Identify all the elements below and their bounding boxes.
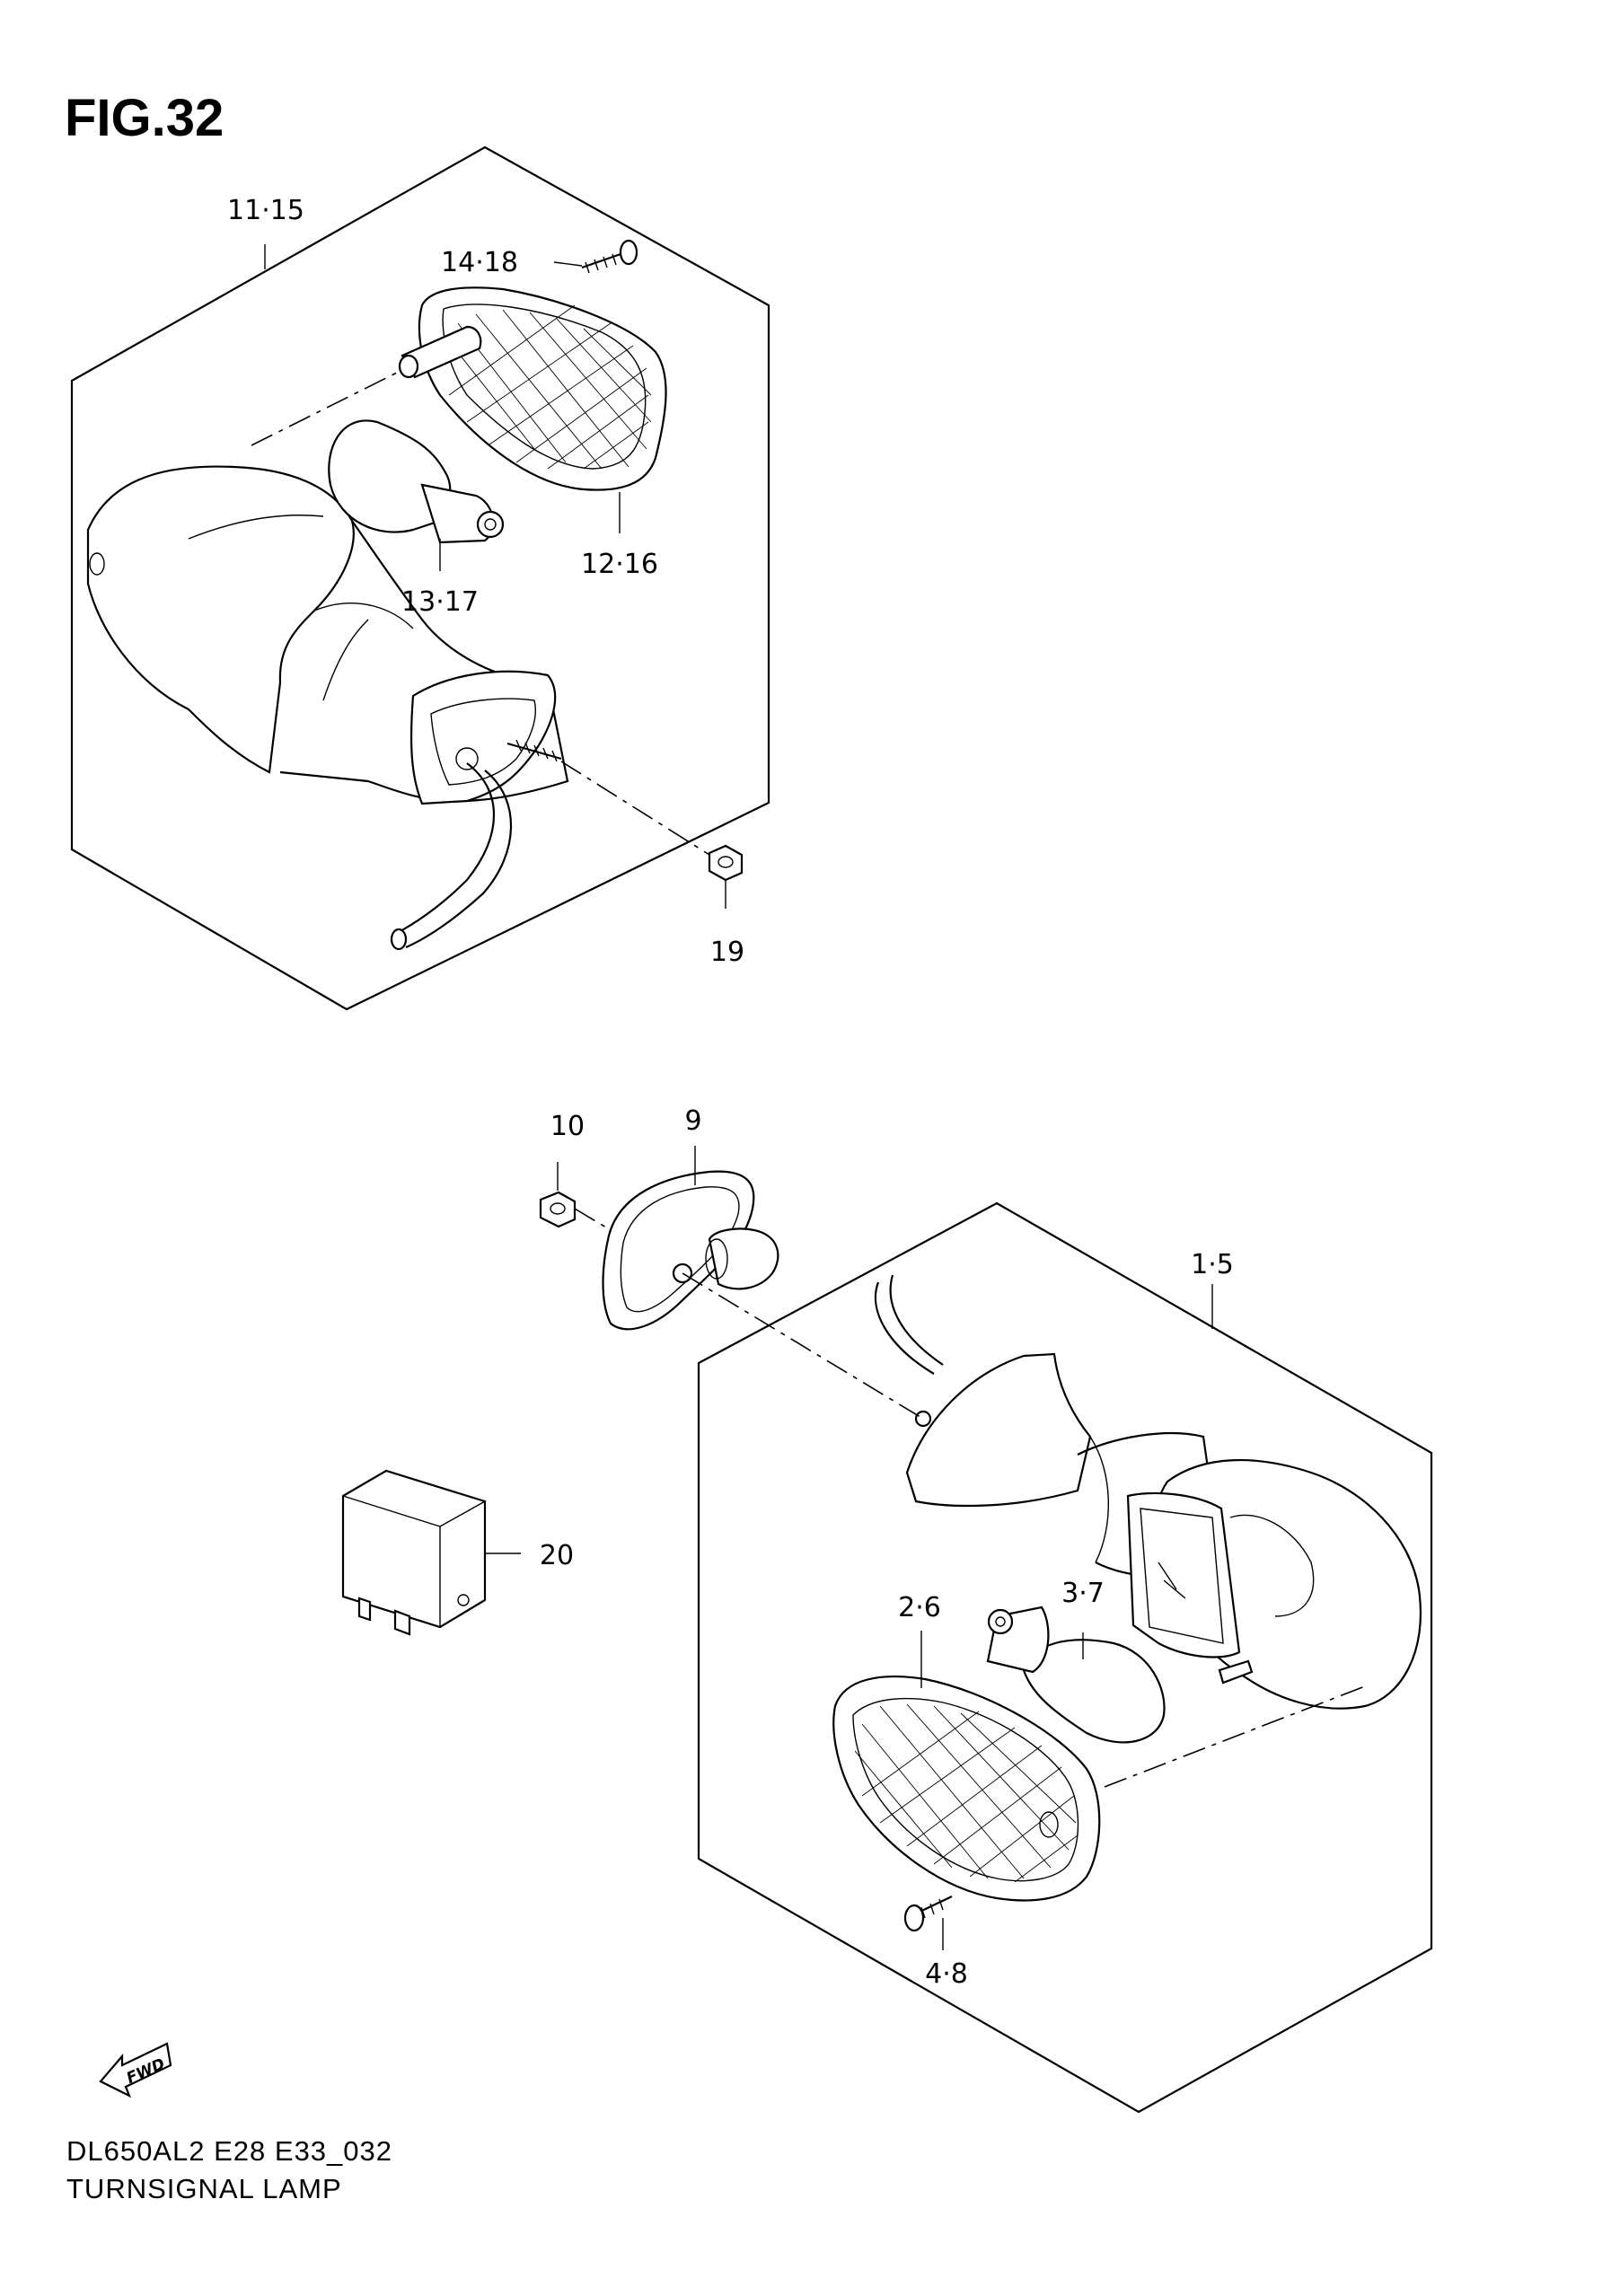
callout-4-8: 4·8 bbox=[925, 1958, 968, 1990]
upper-screw bbox=[581, 239, 638, 274]
lower-gasket bbox=[602, 1170, 779, 1331]
diagram-code: DL650AL2 E28 E33_032 bbox=[66, 2135, 393, 2167]
callout-14-18: 14·18 bbox=[441, 247, 518, 278]
relay-unit bbox=[341, 1469, 487, 1636]
lower-lens bbox=[832, 1675, 1101, 1902]
upper-nut bbox=[708, 844, 744, 882]
lower-assembly-box bbox=[697, 1201, 1433, 2114]
callout-13-17: 13·17 bbox=[401, 586, 479, 618]
callout-1-5: 1·5 bbox=[1191, 1249, 1234, 1280]
fwd-arrow-icon: FWD bbox=[99, 2042, 172, 2098]
upper-bulb bbox=[328, 419, 505, 544]
lower-bulb bbox=[986, 1605, 1166, 1744]
upper-assembly-box bbox=[70, 145, 770, 1011]
callout-11-15: 11·15 bbox=[227, 195, 304, 226]
callout-9: 9 bbox=[684, 1105, 701, 1137]
lower-nut bbox=[539, 1191, 577, 1228]
upper-assembly bbox=[70, 145, 770, 1011]
callout-20: 20 bbox=[540, 1540, 574, 1571]
figure-title: FIG.32 bbox=[65, 89, 225, 147]
callout-19: 19 bbox=[710, 937, 744, 968]
callout-10: 10 bbox=[550, 1111, 585, 1142]
callout-12-16: 12·16 bbox=[581, 549, 658, 580]
lower-assembly bbox=[341, 1146, 1433, 2114]
upper-lamp-housing bbox=[86, 465, 569, 951]
callout-2-6: 2·6 bbox=[898, 1592, 941, 1623]
callout-3-7: 3·7 bbox=[1061, 1578, 1105, 1609]
diagram-name: TURNSIGNAL LAMP bbox=[66, 2173, 342, 2204]
lower-screw bbox=[903, 1896, 953, 1932]
upper-lens bbox=[398, 286, 667, 491]
lower-lamp-housing bbox=[874, 1274, 1422, 1710]
